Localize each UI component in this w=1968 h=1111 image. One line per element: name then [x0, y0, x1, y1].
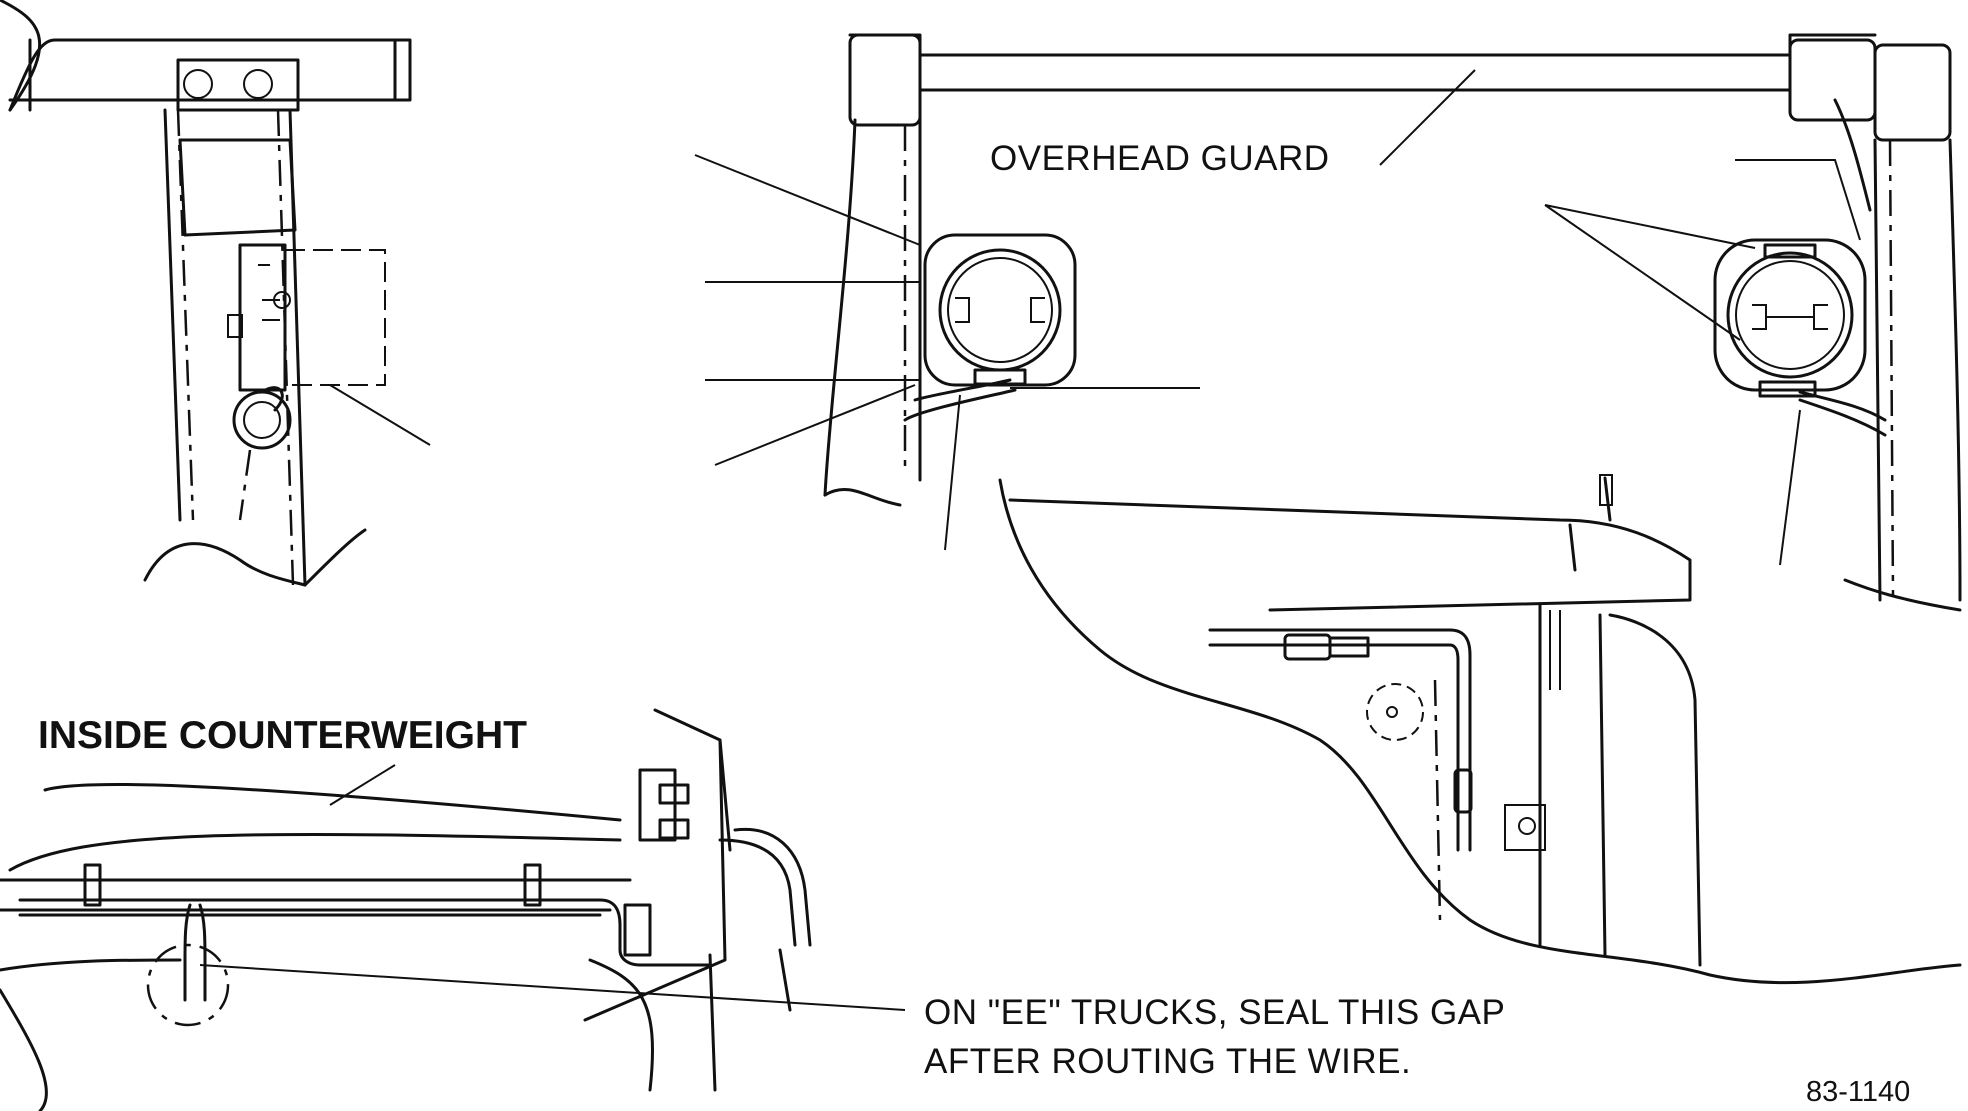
- inside-counterweight-label: INSIDE COUNTERWEIGHT: [38, 714, 527, 757]
- figure-number: 83-1140: [1806, 1076, 1911, 1108]
- seal-note-line-2: AFTER ROUTING THE WIRE.: [924, 1042, 1412, 1081]
- overhead-guard-label: OVERHEAD GUARD: [990, 139, 1330, 178]
- overhead-guard-detail: [694, 33, 1962, 612]
- counterweight-detail: [0, 708, 906, 1111]
- upright-detail: [0, 0, 431, 587]
- frame-routing-detail: [998, 474, 1962, 985]
- seal-note-line-1: ON "EE" TRUCKS, SEAL THIS GAP: [924, 993, 1506, 1032]
